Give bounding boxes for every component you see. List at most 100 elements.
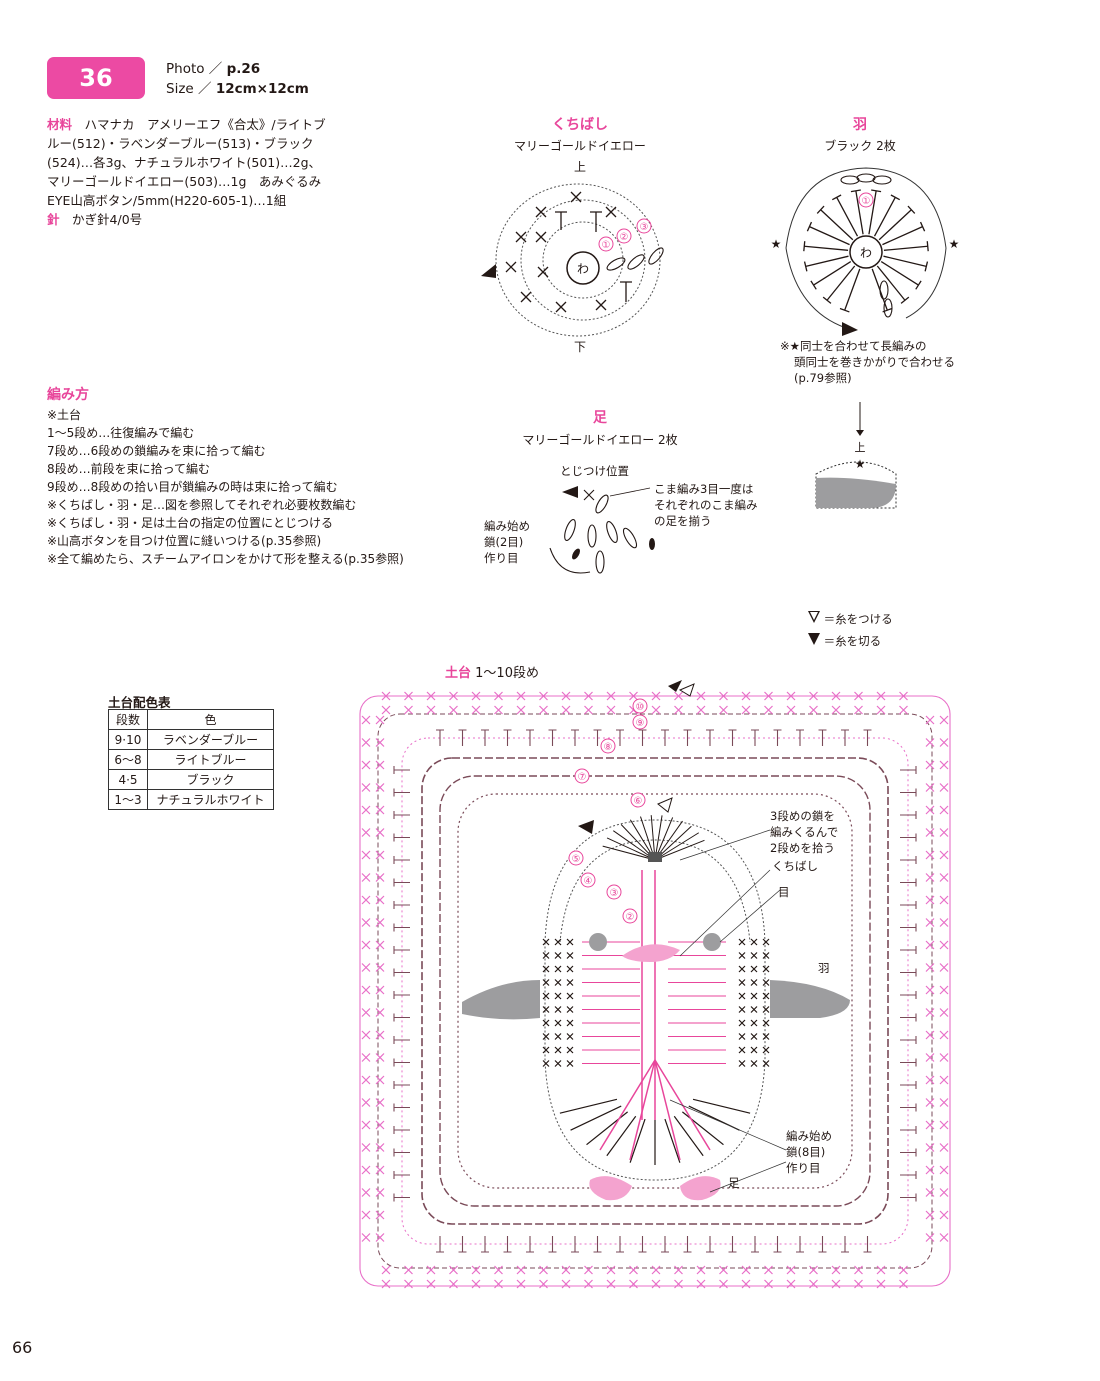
wing-note-line: 頭同士を巻きかがりで合わせる [780,354,980,370]
beak-round-2: ② [620,232,629,243]
size-label: Size ／ [166,81,212,97]
foot-start-line: 編み始め [484,518,530,534]
foot-start-line: 作り目 [484,550,530,566]
materials-line: マリーゴールドイエロー(503)…1g あみぐるみ [47,172,357,191]
cell: ラベンダーブルー [148,730,274,750]
needle-value: かぎ針4/0号 [72,212,142,227]
instruction-line: 9段め…8段めの拾い目が鎖編みの時は束に拾って編む [47,478,447,496]
pattern-number-badge: 36 [47,57,145,99]
cell: ライトブルー [148,750,274,770]
instruction-line: 8段め…前段を束に拾って編む [47,460,447,478]
round-mark: ④ [584,876,593,887]
materials-line: ルー(512)・ラベンダーブルー(513)・ブラック [47,134,357,153]
foot-yarn: マリーゴールドイエロー 2枚 [500,431,700,448]
star-mark: ★ [949,237,960,251]
wing-yarn: ブラック 2枚 [770,137,950,154]
needle-label: 針 [47,212,60,227]
wing-ring-label: わ [860,246,872,260]
size-value: 12cm×12cm [216,81,309,97]
photo-value: p.26 [227,61,261,77]
wing-diagram: わ ① ★ ★ [766,160,966,340]
star-mark: ★ [771,237,782,251]
base-eye-label: 目 [778,884,790,900]
photo-label: Photo ／ [166,61,222,77]
photo-ref: Photo ／ p.26 [166,59,260,79]
round-mark: ⑧ [604,742,613,753]
beak-title: くちばし [520,114,640,134]
table-row: 6〜8ライトブルー [109,750,274,770]
foot-start-line: 鎖(2目) [484,534,530,550]
beak-ring-label: わ [577,262,589,276]
header-rows: 段数 [109,710,148,730]
cell: 1〜3 [109,790,148,810]
instruction-line: ※山高ボタンを目つけ位置に縫いつける(p.35参照) [47,532,447,550]
materials-line: (524)…各3g、ナチュラルホワイト(501)…2g、 [47,153,357,172]
instruction-line: ※くちばし・羽・足は土台の指定の位置にとじつける [47,514,447,532]
round-mark: ⑩ [636,702,645,713]
instruction-line: ※全て編めたら、スチームアイロンをかけて形を整える(p.35参照) [47,550,447,568]
cell: ナチュラルホワイト [148,790,274,810]
beak-round-3: ③ [640,222,649,233]
attach-yarn-icon [808,611,820,623]
instruction-line: ※土台 [47,406,447,424]
base-wing-label: 羽 [818,960,830,976]
cut-yarn-mark [481,264,496,278]
materials-block: 材料 ハマナカ アメリーエフ《合太》/ライトブ ルー(512)・ラベンダーブルー… [47,115,357,229]
base-note: 3段めの鎖を 編みくるんで 2段めを拾う [770,808,838,856]
cell: 6〜8 [109,750,148,770]
cut-yarn-mark [842,322,858,336]
instruction-line: 1〜5段め…往復編みで編む [47,424,447,442]
cell: 4·5 [109,770,148,790]
base-rows: 1〜10段め [475,666,539,681]
wing-note: ※★同士を合わせて長編みの 頭同士を巻きかがりで合わせる (p.79参照) [780,338,980,386]
base-note-line: 2段めを拾う [770,840,838,856]
base-start-line: 作り目 [786,1160,832,1176]
base-start-note: 編み始め 鎖(8目) 作り目 [786,1128,832,1176]
legend-attach: ＝糸をつける [808,611,893,627]
cut-yarn-icon [808,633,820,645]
wing-assembly-diagram: 上 ★ [810,398,910,520]
wing-round-1: ① [862,196,871,207]
base-note-line: 編みくるんで [770,824,838,840]
foot-title: 足 [560,407,640,427]
cell: 9·10 [109,730,148,750]
legend-attach-text: ＝糸をつける [824,612,893,626]
base-heading: 土台 1〜10段め [445,662,539,681]
base-note-line: 3段めの鎖を [770,808,838,824]
instruction-line: ※くちばし・羽・足…図を参照してそれぞれ必要枚数編む [47,496,447,514]
base-start-line: 鎖(8目) [786,1144,832,1160]
wing-top-label: 上 [855,441,866,454]
base-beak-label: くちばし [772,858,818,874]
color-table-header: 段数 色 [109,710,274,730]
page-number: 66 [12,1338,32,1357]
foot-diagram [540,478,670,588]
wing-title: 羽 [800,114,920,134]
round-mark: ⑤ [572,854,581,865]
base-title: 土台 [445,666,471,681]
cell: ブラック [148,770,274,790]
wing-note-line: ※★同士を合わせて長編みの [780,338,980,354]
header-color: 色 [148,710,274,730]
beak-yarn: マリーゴールドイエロー [480,137,680,154]
beak-round-1: ① [602,240,611,251]
svg-text:★: ★ [855,457,866,471]
foot-start-note: 編み始め 鎖(2目) 作り目 [484,518,530,566]
base-foot-label: 足 [728,1175,740,1191]
round-mark: ⑨ [636,718,645,729]
legend-cut: ＝糸を切る [808,633,881,649]
materials-label: 材料 [47,117,72,132]
base-start-line: 編み始め [786,1128,832,1144]
round-mark: ② [626,912,635,923]
foot-join-label: とじつけ位置 [560,463,629,479]
wing-note-line: (p.79参照) [780,370,980,386]
round-mark: ⑥ [634,796,643,807]
round-mark: ⑦ [578,772,587,783]
beak-diagram: わ ① ② ③ [476,172,686,340]
instructions-heading: 編み方 [47,386,447,404]
beak-bottom-label: 下 [572,338,588,355]
materials-line: EYE山高ボタン/5mm(H220-605-1)…1組 [47,191,357,210]
